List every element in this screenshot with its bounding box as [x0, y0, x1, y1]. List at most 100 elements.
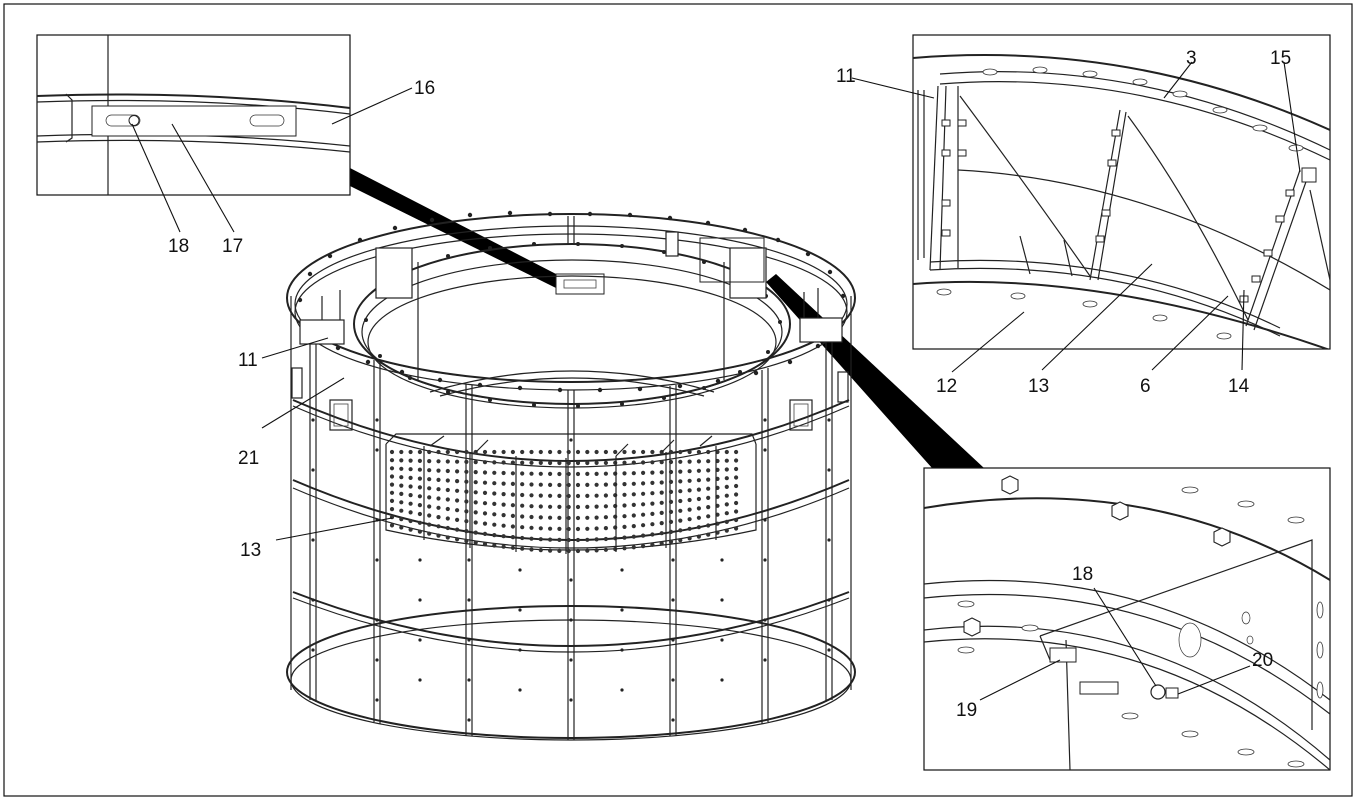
perforation-hole: [734, 492, 739, 497]
perforation-hole: [510, 449, 515, 455]
perforation-hole: [408, 475, 413, 480]
perforation-hole: [631, 460, 636, 465]
perforation-hole: [566, 504, 571, 510]
perforation-hole: [501, 513, 506, 518]
perforation-hole: [417, 494, 422, 499]
perforation-hole: [427, 459, 432, 464]
perforation-hole: [687, 497, 692, 503]
perforation-hole: [548, 482, 553, 487]
perforation-hole: [464, 469, 469, 474]
perforation-hole: [436, 496, 441, 501]
perforation-hole: [687, 488, 692, 493]
bottom-flange: [286, 605, 856, 739]
perforation-hole: [678, 518, 683, 523]
perforation-hole: [706, 477, 711, 482]
perforation-hole: [548, 449, 553, 455]
perforation-hole: [399, 466, 404, 471]
perforation-pattern: [389, 449, 739, 554]
perforation-hole: [501, 523, 506, 528]
perforation-hole: [734, 517, 739, 523]
perforation-hole: [464, 529, 469, 534]
perforation-hole: [566, 526, 571, 532]
perforation-hole: [734, 466, 739, 472]
callout-3: 3: [1186, 48, 1197, 69]
perforation-hole: [510, 503, 515, 508]
callout-20: 20: [1252, 650, 1273, 671]
perforation-hole: [622, 535, 627, 540]
perforation-hole: [445, 516, 450, 521]
perforation-hole: [510, 535, 515, 540]
perforation-hole: [668, 499, 674, 504]
hatch-right: [837, 371, 849, 403]
perforation-hole: [706, 495, 711, 500]
perforation-hole: [585, 515, 590, 520]
callout-13-inset: 13: [1028, 376, 1049, 397]
perforation-hole: [427, 513, 432, 518]
perforation-hole: [557, 526, 562, 532]
perforation-hole: [548, 471, 553, 476]
bolt-18: [128, 115, 140, 126]
perforation-hole: [473, 470, 478, 475]
perforation-hole: [696, 525, 702, 530]
perforation-hole: [631, 481, 636, 486]
perforation-hole: [557, 482, 562, 488]
perforation-hole: [389, 523, 395, 528]
perforation-hole: [510, 492, 515, 497]
perforation-hole: [501, 449, 506, 455]
perforation-hole: [696, 468, 702, 473]
perforation-hole: [603, 493, 609, 498]
perforation-hole: [538, 482, 543, 487]
perforation-hole: [678, 498, 683, 504]
perforation-hole: [529, 504, 534, 509]
perforation-hole: [455, 469, 460, 474]
perforation-hole: [417, 467, 422, 472]
detail-marker-top-right: [699, 237, 765, 283]
perforation-hole: [659, 490, 664, 495]
perforation-hole: [668, 539, 674, 544]
perforation-hole: [734, 483, 739, 489]
perforation-hole: [687, 469, 692, 474]
perforation-hole: [408, 518, 413, 524]
perforation-hole: [724, 449, 729, 455]
perforation-hole: [631, 534, 636, 539]
drum-body: [290, 296, 852, 690]
perforation-hole: [696, 459, 702, 464]
perforation-hole: [427, 504, 432, 509]
perforation-hole: [557, 548, 562, 554]
hatch-1: [329, 399, 353, 431]
perforation-hole: [724, 519, 729, 525]
perforation-hole: [417, 476, 422, 481]
perforation-hole: [445, 535, 450, 540]
perforation-hole: [399, 475, 404, 480]
perforation-hole: [585, 471, 590, 476]
perforation-hole: [408, 501, 413, 506]
perforation-hole: [603, 449, 609, 455]
perforation-hole: [641, 491, 646, 496]
perforation-hole: [641, 544, 646, 549]
perforation-hole: [417, 449, 422, 455]
perforation-hole: [678, 528, 683, 533]
perforation-hole: [613, 460, 618, 465]
perforation-hole: [603, 526, 609, 531]
perforation-hole: [696, 478, 702, 483]
perforation-hole: [613, 525, 618, 530]
perforation-hole: [631, 513, 636, 518]
perforation-hole: [436, 487, 441, 492]
perforation-hole: [575, 548, 581, 554]
perforation-hole: [696, 487, 702, 492]
flange-bolts: [297, 210, 846, 393]
perforation-hole: [613, 493, 618, 498]
perforation-hole: [668, 479, 674, 484]
perforation-hole: [445, 506, 450, 512]
perforation-hole: [613, 449, 618, 455]
perforation-hole: [389, 466, 395, 471]
callout-13-main: 13: [240, 540, 261, 561]
perforation-hole: [734, 500, 739, 506]
perforation-hole: [641, 481, 646, 486]
perforation-hole: [687, 478, 692, 483]
perforation-hole: [548, 537, 553, 542]
perforation-hole: [650, 480, 655, 485]
perforation-hole: [668, 509, 674, 514]
perforation-hole: [724, 467, 729, 472]
